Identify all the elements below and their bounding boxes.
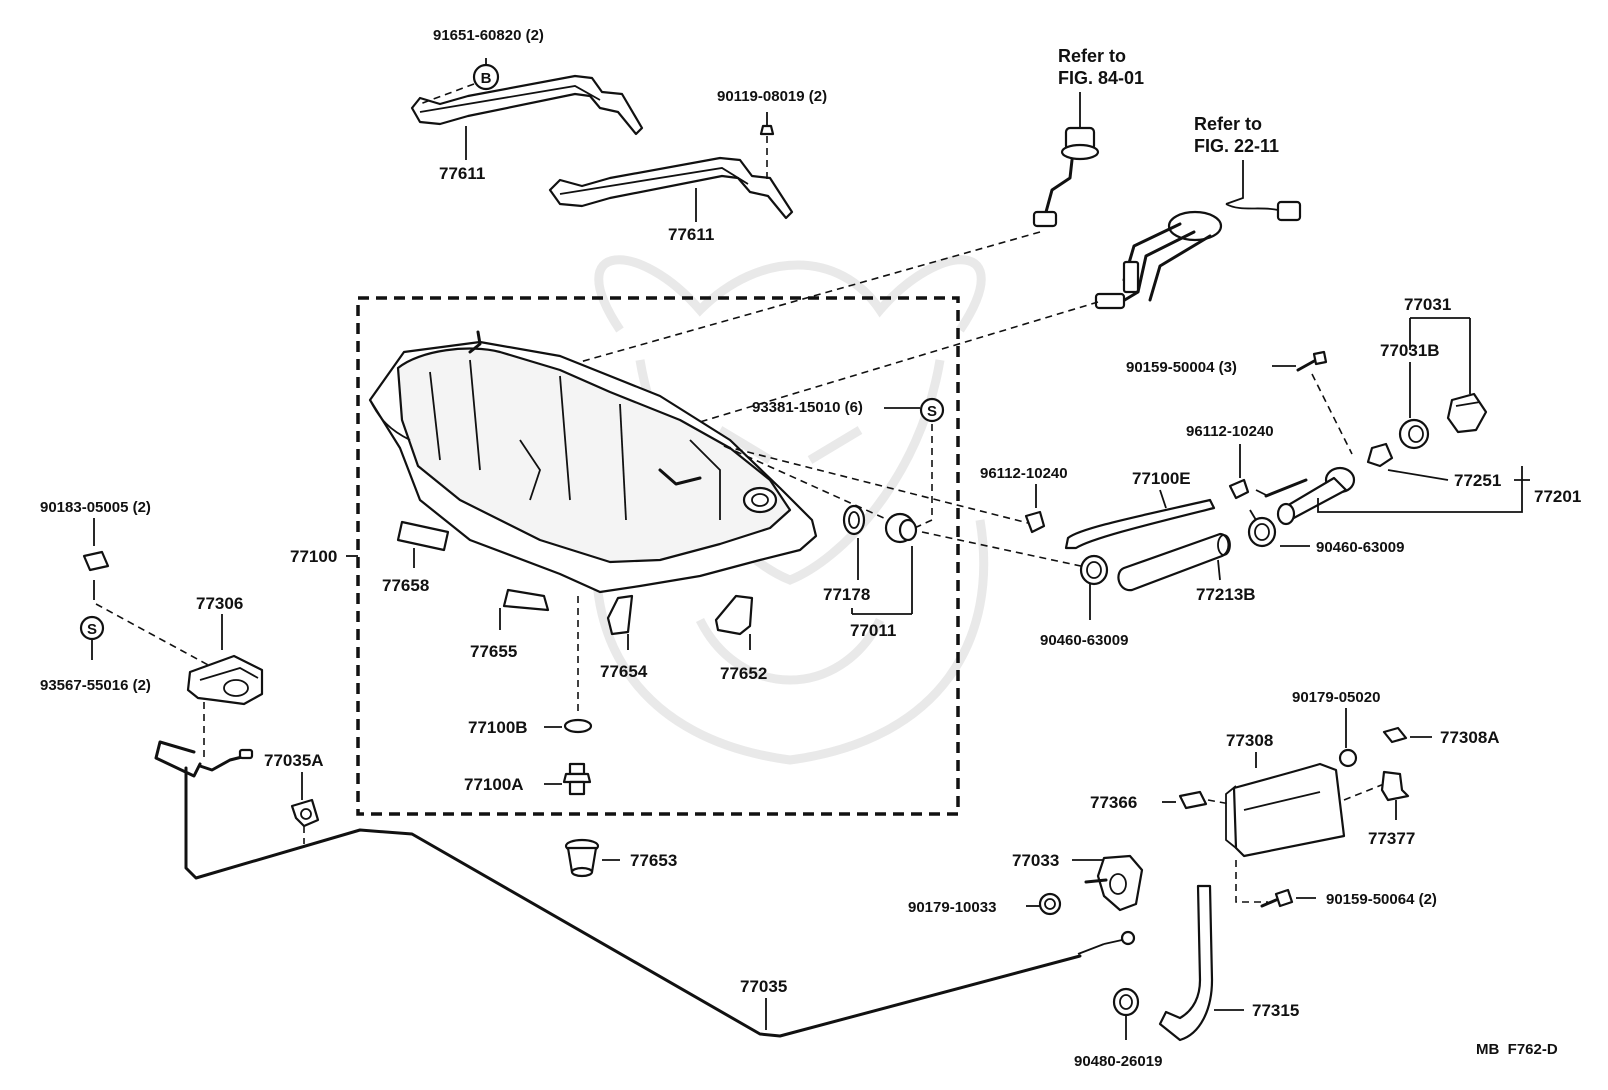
label-plug-77653: 77653: [630, 851, 677, 870]
cable-77035-icon: [184, 766, 1136, 1038]
bolt-b-icon: B: [419, 58, 500, 105]
nut-band-icon: [759, 112, 775, 180]
plug-77100a-icon: [562, 762, 592, 796]
ref-gauge-line2: FIG. 84-01: [1058, 68, 1144, 88]
label-cushion-77654: 77654: [600, 662, 648, 681]
label-tank-assy: 77100: [290, 547, 337, 566]
fuel-cap-77031-icon: [1446, 392, 1488, 434]
label-clip-hose-upper: 96112-10240: [1186, 423, 1274, 440]
spring-77308a-icon: [1382, 726, 1408, 744]
label-cushion-77652: 77652: [720, 664, 767, 683]
fuel-lid-77308-icon: [1225, 762, 1346, 858]
fuel-pump-icon: [1094, 160, 1302, 310]
ring-77251-icon: [1366, 442, 1394, 468]
clip-hose-upper-icon: [1228, 478, 1250, 500]
label-spring-77308a: 77308A: [1440, 728, 1500, 747]
tank-band-lower: [548, 156, 794, 220]
label-cushion-77658: 77658: [382, 576, 429, 595]
svg-text:B: B: [481, 70, 492, 87]
label-lever-77306: 77306: [196, 594, 243, 613]
label-hinge-77377: 77377: [1368, 829, 1415, 848]
label-grommet-bottom: 90480-26019: [1074, 1053, 1162, 1070]
hose-77100e-icon: [1064, 498, 1216, 550]
label-lid-77308: 77308: [1226, 731, 1273, 750]
label-gasket-77100b: 77100B: [468, 718, 528, 737]
clip-left-icon: [82, 518, 110, 572]
nut-opener-icon: [1038, 892, 1062, 916]
gasket-77100b-icon: [563, 718, 593, 734]
label-cushion-77655: 77655: [470, 642, 517, 661]
plug-77653-icon: [564, 838, 600, 878]
label-hose-77315: 77315: [1252, 1001, 1299, 1020]
bolt-lid-icon: [1260, 888, 1294, 908]
footer-code: MB F762-D: [1476, 1041, 1558, 1058]
fuel-gauge-sender-icon: [1032, 92, 1100, 228]
label-cable-77035: 77035: [740, 977, 787, 996]
ref-pump-line2: FIG. 22-11: [1194, 136, 1279, 156]
label-grommet-77011: 77011: [850, 621, 896, 640]
label-gasket-77031b: 77031B: [1380, 341, 1440, 360]
cushion-77655-icon: [502, 588, 550, 612]
label-clamp-77035a: 77035A: [264, 751, 324, 770]
cushion-77654-icon: [606, 594, 634, 636]
label-clamp-hose-right: 90460-63009: [1316, 539, 1404, 556]
cushion-77652-icon: [714, 594, 754, 636]
opener-handle-icon: [154, 740, 254, 778]
gasket-77031b-icon: [1398, 418, 1430, 450]
label-ring-77251: 77251: [1454, 471, 1501, 490]
hose-77213b-icon: [1117, 532, 1231, 592]
label-screw-left: 93567-55016 (2): [40, 677, 151, 694]
ref-gauge-line1: Refer to: [1058, 46, 1126, 66]
label-clamp-hose-left: 90460-63009: [1040, 632, 1128, 649]
label-bolt-3: 90159-50004 (3): [1126, 359, 1237, 376]
label-opener-77033: 77033: [1012, 851, 1059, 870]
tank-band-upper: [410, 74, 644, 136]
label-bolt-lid: 90159-50064 (2): [1326, 891, 1437, 908]
nut-77308-icon: [1338, 748, 1358, 768]
bolt-3-icon: [1296, 350, 1328, 372]
screw-s-icon: S: [919, 397, 945, 423]
label-grommet-77178: 77178: [823, 585, 870, 604]
label-bolt-b: 91651-60820 (2): [433, 27, 544, 44]
label-screw-s: 93381-15010 (6): [752, 399, 863, 416]
label-latch-77366: 77366: [1090, 793, 1137, 812]
label-hose-77100e: 77100E: [1132, 469, 1191, 488]
filler-pipe-77201-icon: [1255, 466, 1356, 526]
cushion-77658-icon: [396, 520, 450, 552]
opener-77033-icon: [1084, 854, 1144, 912]
clamp-77035a-icon: [290, 798, 320, 828]
label-nut-77308: 90179-05020: [1292, 689, 1380, 706]
label-clip-hose-left: 96112-10240: [980, 465, 1068, 482]
label-nut-opener: 90179-10033: [908, 899, 996, 916]
hinge-77377-icon: [1380, 770, 1410, 802]
svg-text:S: S: [927, 403, 937, 420]
label-nut-band: 90119-08019 (2): [717, 88, 827, 105]
grommet-bottom-icon: [1112, 987, 1140, 1017]
fuel-tank-icon: [368, 330, 818, 594]
label-plug-77100a: 77100A: [464, 775, 524, 794]
latch-77366-icon: [1178, 790, 1208, 810]
lever-77306-icon: [186, 654, 264, 706]
label-pipe-77201: 77201: [1534, 487, 1581, 506]
label-cap-77031: 77031: [1404, 295, 1451, 314]
label-clip-left: 90183-05005 (2): [40, 499, 151, 516]
hose-77315-icon: [1158, 884, 1214, 1042]
label-band-lower: 77611: [668, 225, 714, 244]
ref-pump-line1: Refer to: [1194, 114, 1262, 134]
clip-hose-left-icon: [1024, 510, 1046, 534]
label-band-upper: 77611: [439, 164, 485, 183]
screw-left-icon: S: [79, 615, 105, 641]
clamp-hose-left-icon: [1079, 554, 1109, 600]
grommet-77011-icon: [884, 512, 918, 544]
label-hose-77213b: 77213B: [1196, 585, 1256, 604]
clamp-hose-right-icon: [1247, 509, 1277, 548]
grommet-77178-icon: [842, 504, 866, 536]
svg-text:S: S: [87, 621, 97, 638]
